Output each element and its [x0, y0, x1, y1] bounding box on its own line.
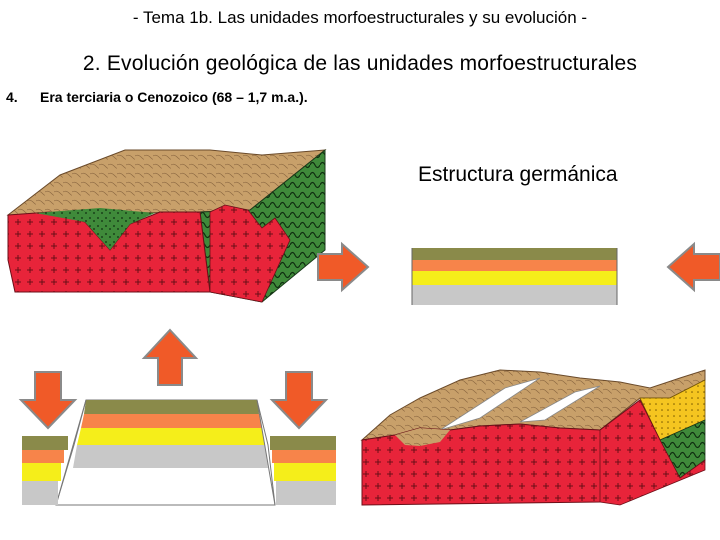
arrow-up-icon — [144, 330, 196, 385]
arrow-down-left-icon — [21, 372, 75, 428]
arrow-down-right-icon — [272, 372, 326, 428]
arrow-left-icon — [668, 244, 720, 290]
block-diagram-top — [8, 150, 325, 302]
layer-stack-germanic — [412, 248, 617, 305]
block-diagram-bottom — [362, 370, 705, 505]
arrow-right-icon — [318, 244, 368, 290]
